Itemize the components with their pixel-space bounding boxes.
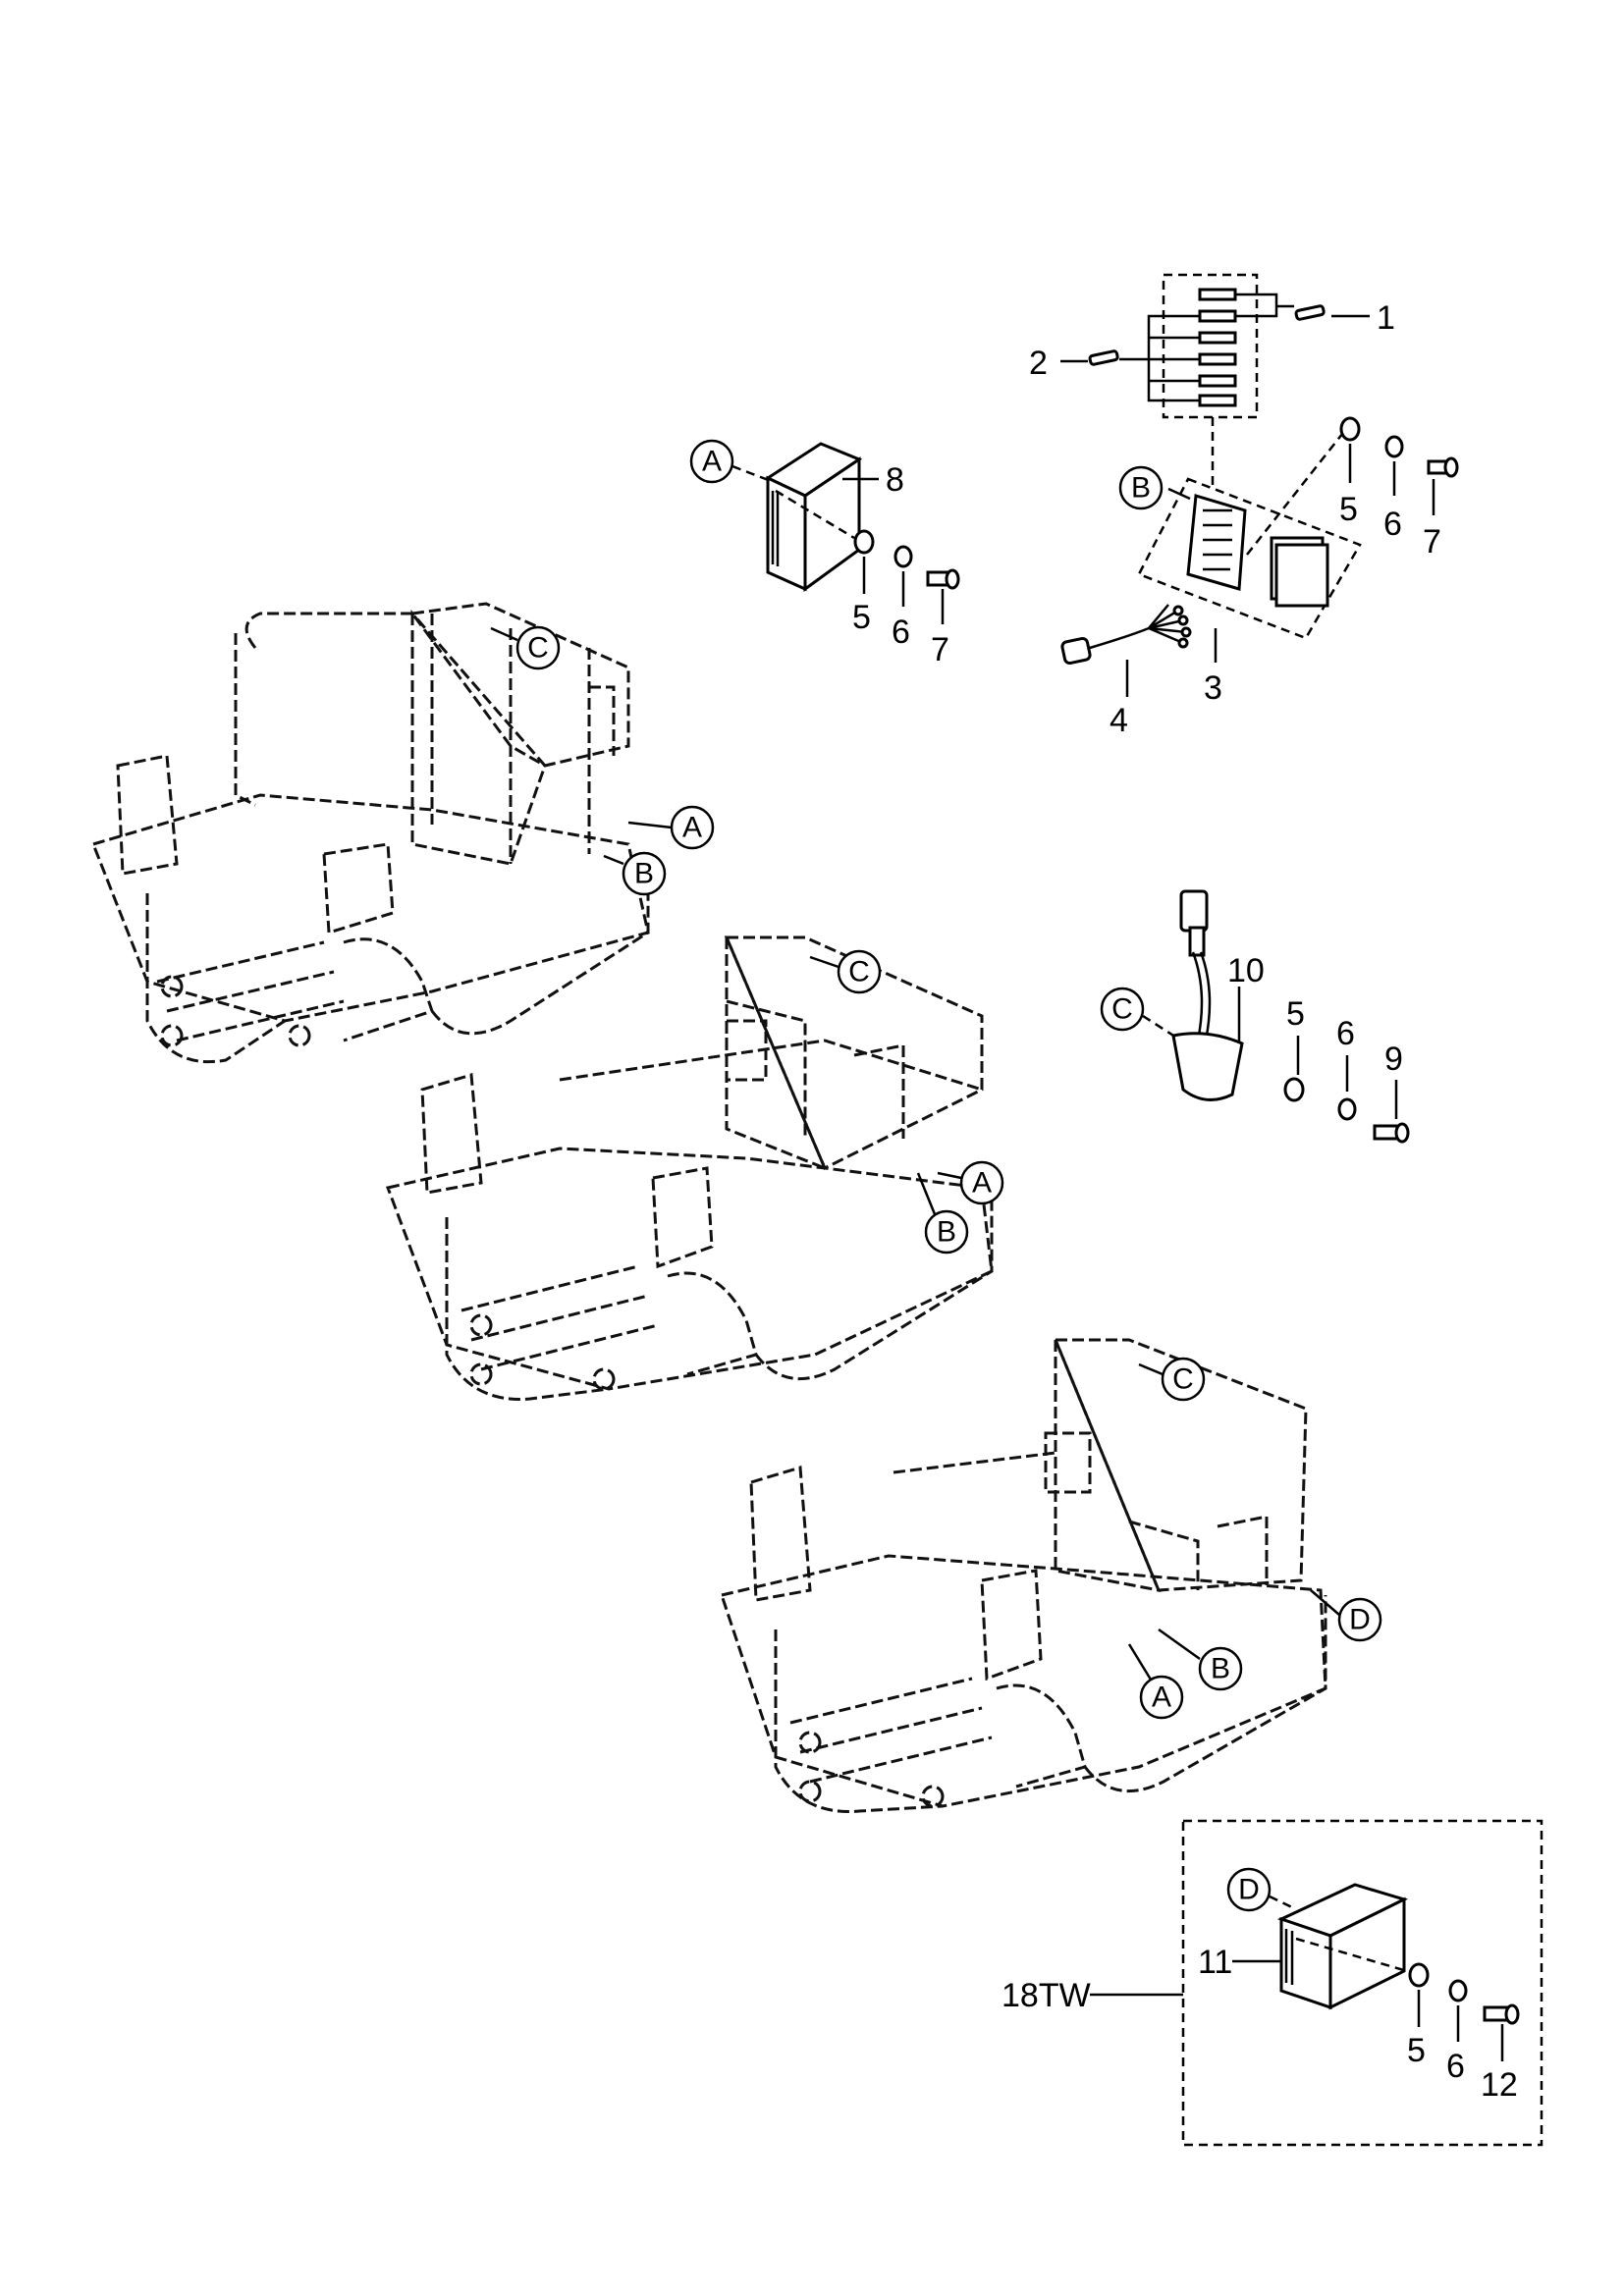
fuse-relay-assembly: 1 2 <box>1029 273 1395 640</box>
variant-18tw-box: 18TW D 11 5 6 12 <box>1001 1819 1543 2147</box>
part-number-6-d: 6 <box>1446 2048 1465 2085</box>
callout-c-label-1: C <box>527 632 549 665</box>
callout-a-controller: A <box>702 446 722 478</box>
part-number-4: 4 <box>1110 702 1128 739</box>
part-number-11: 11 <box>1198 1944 1232 1981</box>
callout-b-label-1: B <box>634 858 654 890</box>
callout-b-frame-1: B <box>603 851 667 896</box>
callout-c-frame-2: C <box>809 949 882 994</box>
part-number-2: 2 <box>1029 345 1048 382</box>
callout-b-frame-3: B <box>1158 1628 1243 1691</box>
callout-a-frame-1: A <box>627 805 715 850</box>
fuse-pin-2: 2 <box>1029 345 1119 382</box>
fastener-set-b: 5 6 7 <box>1339 416 1459 561</box>
callout-d-label-variant: D <box>1238 1874 1260 1906</box>
part-number-5-b: 5 <box>1339 491 1358 528</box>
machine-frame-3 <box>720 1338 1327 1813</box>
part-number-1: 1 <box>1377 299 1395 337</box>
callout-a-label-2: A <box>972 1167 992 1200</box>
part-number-6-c: 6 <box>1336 1015 1355 1052</box>
fuse-box-body <box>1186 494 1329 608</box>
callout-c-label-2: C <box>848 956 870 988</box>
callout-c-sensor: C <box>1111 993 1133 1026</box>
callout-b-label: B <box>1131 472 1151 505</box>
part-number-6-b: 6 <box>1383 506 1402 543</box>
part-number-7-a: 7 <box>931 631 949 668</box>
machine-frame-2 <box>385 935 994 1401</box>
part-number-5-d: 5 <box>1407 2032 1426 2069</box>
part-number-7-b: 7 <box>1423 523 1441 561</box>
part-number-3: 3 <box>1204 669 1222 707</box>
callout-d-label-3: D <box>1349 1604 1371 1636</box>
callout-b-fusebox: B <box>1118 465 1164 510</box>
wire-harness: 4 3 <box>1060 604 1222 739</box>
callout-c-frame-1: C <box>490 625 561 670</box>
machine-frame-1 <box>91 602 650 1064</box>
callout-b-frame-2: B <box>916 1172 969 1255</box>
part-number-5-a: 5 <box>852 599 871 636</box>
variant-label: 18TW <box>1001 1977 1091 2014</box>
part-number-10: 10 <box>1227 952 1265 989</box>
callout-a-label-3: A <box>1152 1682 1171 1714</box>
callout-b-label-2: B <box>937 1216 956 1249</box>
callout-b-label-3: B <box>1211 1653 1230 1685</box>
callout-a-frame-3: A <box>1127 1643 1184 1720</box>
callout-a-frame-2: A <box>937 1160 1004 1205</box>
part-number-6-a: 6 <box>892 614 910 651</box>
part-number-5-c: 5 <box>1286 995 1305 1033</box>
fuse-pin-1: 1 <box>1294 299 1395 337</box>
part-number-12: 12 <box>1481 2066 1518 2104</box>
callout-a-label-1: A <box>682 812 702 844</box>
controller-module: A 8 5 6 7 <box>689 439 960 668</box>
callout-c-label-3: C <box>1172 1363 1194 1396</box>
part-number-8: 8 <box>886 461 904 499</box>
part-number-9: 9 <box>1384 1041 1403 1078</box>
sensor-assembly: C 10 5 6 9 <box>1100 889 1410 1144</box>
callout-d-frame-3: D <box>1310 1589 1382 1642</box>
callout-c-frame-3: C <box>1138 1357 1206 1402</box>
fuse-slots <box>1198 288 1237 407</box>
